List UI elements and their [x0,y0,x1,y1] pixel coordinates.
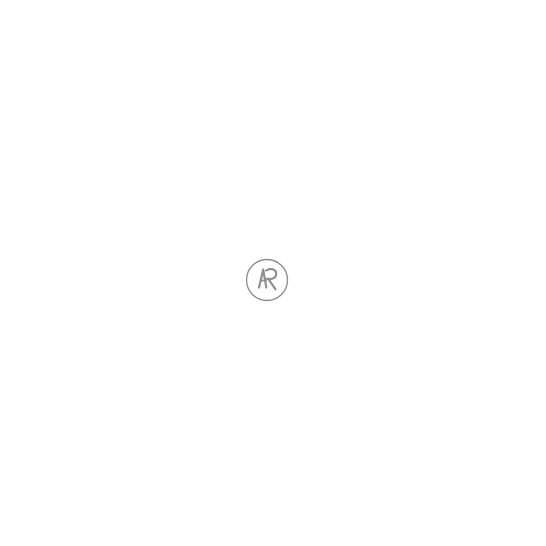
logo-r-bowl [265,267,278,281]
logo-a-stroke [257,268,268,289]
logo-ring [245,258,289,302]
logo-r-leg [267,277,277,291]
app-logo-icon [245,258,289,302]
monogram-logo-svg [245,258,289,302]
